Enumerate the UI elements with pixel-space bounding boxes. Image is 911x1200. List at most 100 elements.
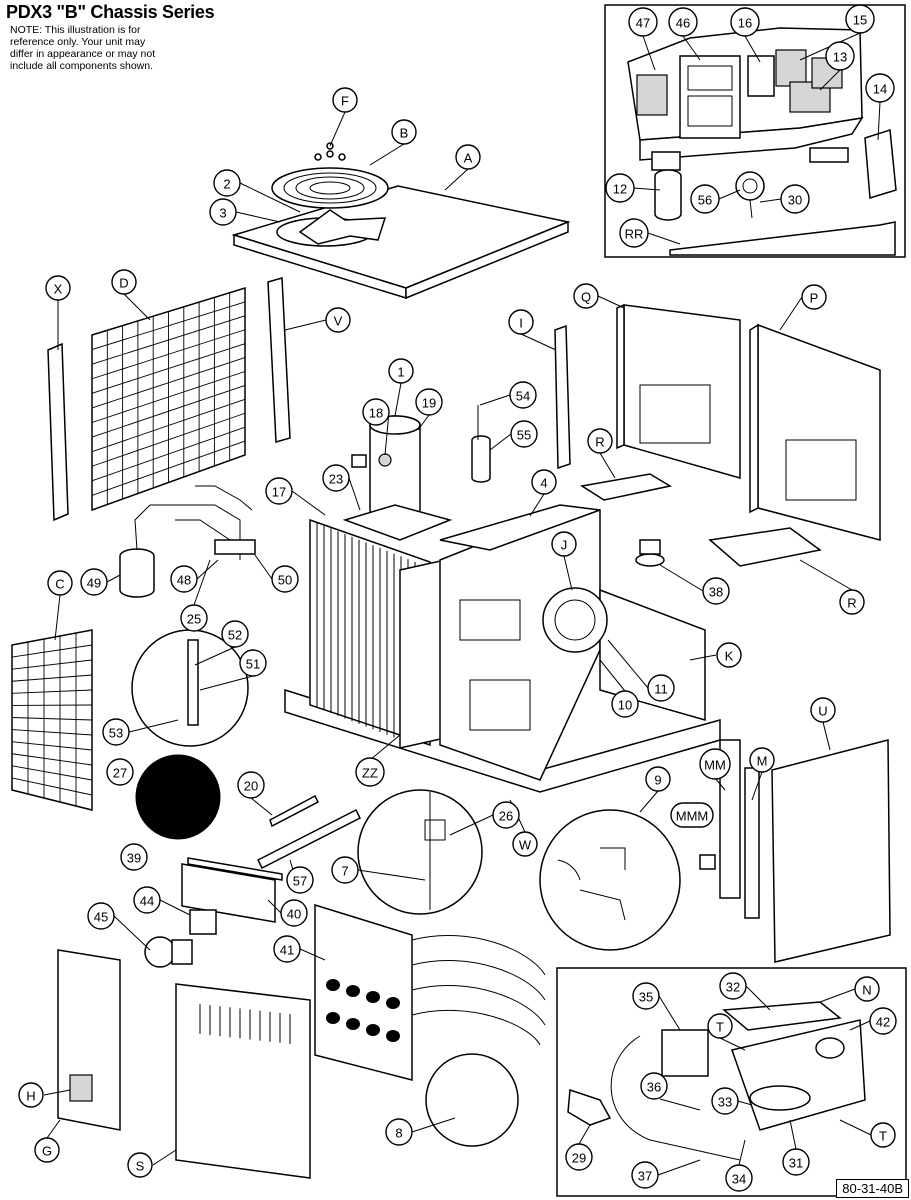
callout-14: 14 [865, 73, 895, 103]
callout-bubble [690, 184, 720, 214]
callout-bubble [640, 1072, 668, 1100]
callout-bubble [854, 976, 880, 1002]
callout-bubble [512, 831, 538, 857]
leader-line [719, 1037, 746, 1051]
leader-line [689, 654, 717, 661]
main-chassis [284, 504, 721, 793]
callout-label: S [136, 1159, 145, 1174]
callout-bubble [711, 1087, 739, 1115]
callout-46: 46 [668, 7, 698, 37]
callout-label: 51 [246, 657, 260, 672]
callout-label: 29 [572, 1151, 586, 1166]
callout-bubble [825, 41, 855, 71]
leader-line [642, 35, 656, 71]
callout-label: MM [704, 758, 726, 773]
leader-line [751, 771, 763, 801]
callout-55: 55 [510, 420, 538, 448]
callout-bubble [810, 697, 836, 723]
grid-line [91, 301, 246, 351]
leader-line [299, 948, 326, 961]
note-line-4: include all components shown. [10, 60, 154, 72]
callout-label: 20 [244, 779, 258, 794]
callout-bubble [102, 718, 130, 746]
grid-line [11, 753, 93, 766]
callout-35: 35 [632, 982, 660, 1010]
callout-label: 15 [853, 13, 867, 28]
callout-label: 42 [876, 1015, 890, 1030]
callout-b: B [391, 119, 417, 145]
callout-56: 56 [690, 184, 720, 214]
callout-label: 10 [618, 698, 632, 713]
callout-i: I [508, 309, 534, 335]
callout-bubble [573, 283, 599, 309]
callout-t1: T [707, 1013, 733, 1039]
part-27-black-disc [135, 754, 221, 840]
callout-bubble [331, 856, 359, 884]
panel-S [175, 983, 311, 1179]
callout-label: 49 [87, 576, 101, 591]
callout-bubble [725, 1164, 753, 1192]
leader-line [254, 554, 273, 580]
callout-h: H [18, 1082, 44, 1108]
callout-31: 31 [782, 1148, 810, 1176]
gas-valve-assembly [567, 1001, 866, 1161]
callout-53: 53 [102, 718, 130, 746]
callout-label: J [561, 538, 568, 553]
callout-label: R [847, 596, 856, 611]
callout-bubble [391, 119, 417, 145]
leader-line [819, 69, 841, 91]
panel-G [57, 949, 121, 1131]
callout-bubble [870, 1122, 896, 1148]
heater-coils-8 [411, 935, 546, 1147]
diagram-title: PDX3 "B" Chassis Series [6, 2, 215, 22]
heater-panel-41 [314, 903, 413, 1081]
heater-rods-20-57 [256, 794, 362, 870]
leader-line [194, 646, 236, 666]
leader-line [267, 899, 282, 914]
heater-hole [366, 1024, 380, 1036]
callout-label: 56 [698, 193, 712, 208]
callout-label: M [757, 754, 768, 769]
callout-m: M [749, 747, 775, 773]
callout-label: 16 [738, 16, 752, 31]
callout-bubble [801, 284, 827, 310]
grid-line [91, 329, 246, 380]
leader-line [839, 1119, 872, 1136]
gaskets-R [579, 473, 822, 567]
leader-line [106, 574, 121, 583]
part-44 [189, 909, 217, 935]
blower-45 [144, 936, 193, 968]
drawing-code: 80-31-40B [836, 1179, 909, 1198]
callout-bubble [415, 388, 443, 416]
leader-line [152, 1149, 177, 1166]
callout-label: ZZ [362, 766, 378, 781]
sensor-tube [187, 639, 199, 726]
callout-label: V [334, 314, 343, 329]
leader-line [444, 168, 469, 191]
callout-bubble [362, 398, 390, 426]
callout-label: 26 [499, 809, 513, 824]
callout-bubble [780, 184, 810, 214]
defrost-sensor-38 [635, 539, 665, 567]
leader-line [369, 734, 401, 761]
grid-line [11, 741, 93, 751]
plate-39-40 [181, 857, 283, 923]
control-panel-inset [604, 4, 906, 258]
grid-line [11, 717, 93, 721]
callout-label: 36 [647, 1080, 661, 1095]
callout-label: 8 [395, 1126, 402, 1141]
panel-U [771, 739, 891, 963]
strip-M [744, 767, 760, 919]
leader-line [520, 333, 557, 351]
callout-label: 44 [140, 894, 154, 909]
callout-bubble [508, 309, 534, 335]
callout-label: 14 [873, 82, 887, 97]
callout-16: 16 [730, 7, 760, 37]
leader-line [128, 719, 179, 733]
callout-label: 50 [278, 573, 292, 588]
callout-bubble [180, 604, 208, 632]
leader-line [357, 869, 426, 881]
callout-20: 20 [237, 771, 265, 799]
callout-label: I [519, 316, 523, 331]
